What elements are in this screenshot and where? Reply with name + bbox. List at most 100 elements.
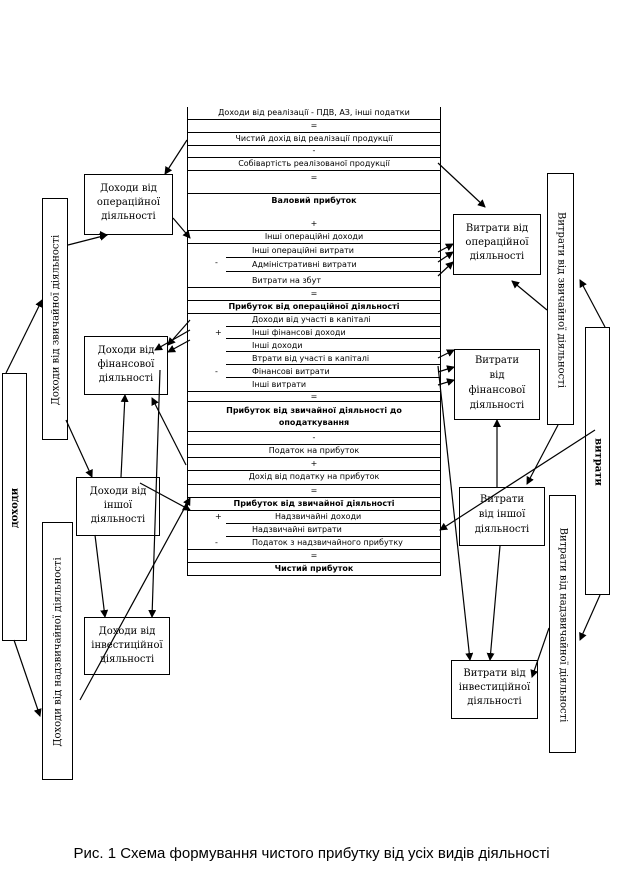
row-operator: - (312, 433, 316, 442)
row-operating-profit: Прибуток від операційної діяльності (228, 302, 400, 311)
row-operator: + (310, 219, 318, 228)
table-separator (188, 401, 440, 402)
arrow (154, 329, 191, 351)
arrow (530, 627, 550, 678)
arrow (439, 429, 596, 531)
arrow (13, 639, 42, 717)
table-separator (226, 326, 440, 327)
table-separator (188, 287, 440, 288)
table-separator (226, 338, 440, 339)
row-selling-expenses: Витрати на збут (252, 276, 321, 285)
financial-costs-box: Витрати від фінансової діяльності (454, 349, 540, 420)
arrow (437, 378, 455, 386)
other-revenue-box: Доходи від іншої діяльності (76, 477, 160, 536)
row-income-tax-benefit: Дохід від податку на прибуток (248, 472, 380, 481)
table-separator (188, 431, 440, 432)
table-separator (188, 444, 440, 445)
table-separator (226, 523, 440, 524)
row-cost-of-sales: Собівартість реалізованої продукції (238, 159, 390, 168)
other-revenue-line-1: Доходи від (89, 486, 147, 497)
table-separator (226, 364, 440, 365)
table-separator (188, 193, 440, 194)
operating-revenue-line-2: операційної (96, 197, 161, 208)
row-operator: = (310, 173, 318, 182)
table-separator (188, 313, 440, 314)
table-separator (188, 470, 440, 471)
row-extraordinary-profit-tax: Податок з надзвичайного прибутку (252, 538, 403, 547)
row-operator: - (215, 258, 218, 267)
other-costs-line-1: Витрати (479, 494, 525, 505)
table-separator (226, 377, 440, 378)
operating-costs-line-3: діяльності (469, 251, 525, 262)
arrow (5, 299, 43, 374)
other-revenue-line-3: діяльності (90, 514, 146, 525)
table-separator (188, 300, 440, 301)
investment-revenue-line-1: Доходи від (98, 626, 156, 637)
row-gross-profit: Валовий прибуток (271, 196, 357, 205)
financial-revenue-line-3: діяльності (98, 373, 154, 384)
arrow (79, 497, 191, 701)
row-other-financial-income: Інші фінансові доходи (252, 328, 346, 337)
arrow (120, 394, 129, 478)
extraordinary-revenue-box: Доходи від надзвичайної діяльності (42, 522, 73, 780)
arrow (437, 162, 486, 208)
other-revenue-line-2: іншої (103, 500, 133, 511)
table-separator (188, 170, 440, 171)
arrow (437, 365, 455, 373)
table-separator (188, 132, 440, 133)
table-separator (188, 497, 440, 498)
table-separator (188, 457, 440, 458)
table-separator (188, 510, 440, 511)
revenue-box: доходи (2, 373, 27, 641)
financial-costs-line-2: від (489, 370, 505, 381)
row-sales-revenue: Доходи від реалізації - ПДВ, АЗ, інші по… (218, 108, 410, 117)
arrow (167, 339, 191, 353)
table-separator (226, 257, 440, 258)
investment-revenue-box: Доходи від інвестиційної діяльності (84, 617, 170, 675)
arrow (437, 365, 474, 661)
arrow (511, 280, 548, 311)
costs-box: витрати (585, 327, 610, 595)
arrow (65, 419, 93, 478)
arrow (164, 139, 188, 175)
operating-costs-box: Витрати від операційної діяльності (453, 214, 541, 275)
operating-revenue-line-3: діяльності (101, 211, 156, 222)
financial-revenue-box: Доходи від фінансової діяльності (84, 336, 168, 395)
financial-costs-line-1: Витрати (474, 355, 520, 366)
investment-costs-line-3: діяльності (467, 696, 522, 707)
financial-costs-line-3: фінансової (468, 385, 526, 396)
arrow (579, 594, 601, 641)
table-separator (188, 391, 440, 392)
table-separator (226, 536, 440, 537)
row-operator: + (310, 459, 318, 468)
operating-costs-line-2: операційної (465, 237, 529, 248)
arrow (437, 349, 455, 359)
arrow (172, 217, 191, 239)
financial-costs-line-4: діяльності (469, 400, 525, 411)
table-separator (188, 230, 440, 231)
row-net-profit: Чистий прибуток (274, 564, 354, 573)
table-separator (188, 119, 440, 120)
arrow (437, 261, 454, 277)
investment-revenue-line-2: інвестиційної (91, 640, 163, 651)
arrow (579, 279, 606, 328)
row-ordinary-profit: Прибуток від звичайної діяльності (233, 499, 395, 508)
row-financial-expenses: Фінансові витрати (252, 367, 330, 376)
table-separator (188, 562, 440, 563)
table-separator (188, 575, 440, 576)
table-separator (188, 484, 440, 485)
investment-costs-box: Витрати від інвестиційної діяльності (451, 660, 538, 719)
other-costs-line-2: від іншої (478, 509, 526, 520)
other-costs-box: Витрати від іншої діяльності (459, 487, 545, 546)
arrow (437, 251, 454, 263)
row-operator: = (310, 486, 318, 495)
row-operator: - (215, 538, 218, 547)
investment-revenue-line-3: діяльності (99, 654, 155, 665)
row-operator: - (312, 146, 316, 155)
row-ordinary-profit-before-tax: Прибуток від звичайної діяльності до (226, 406, 402, 415)
arrow (94, 534, 109, 618)
row-other-income: Інші доходи (252, 341, 303, 350)
row-operator: = (310, 121, 318, 130)
financial-revenue-line-1: Доходи від (97, 345, 155, 356)
